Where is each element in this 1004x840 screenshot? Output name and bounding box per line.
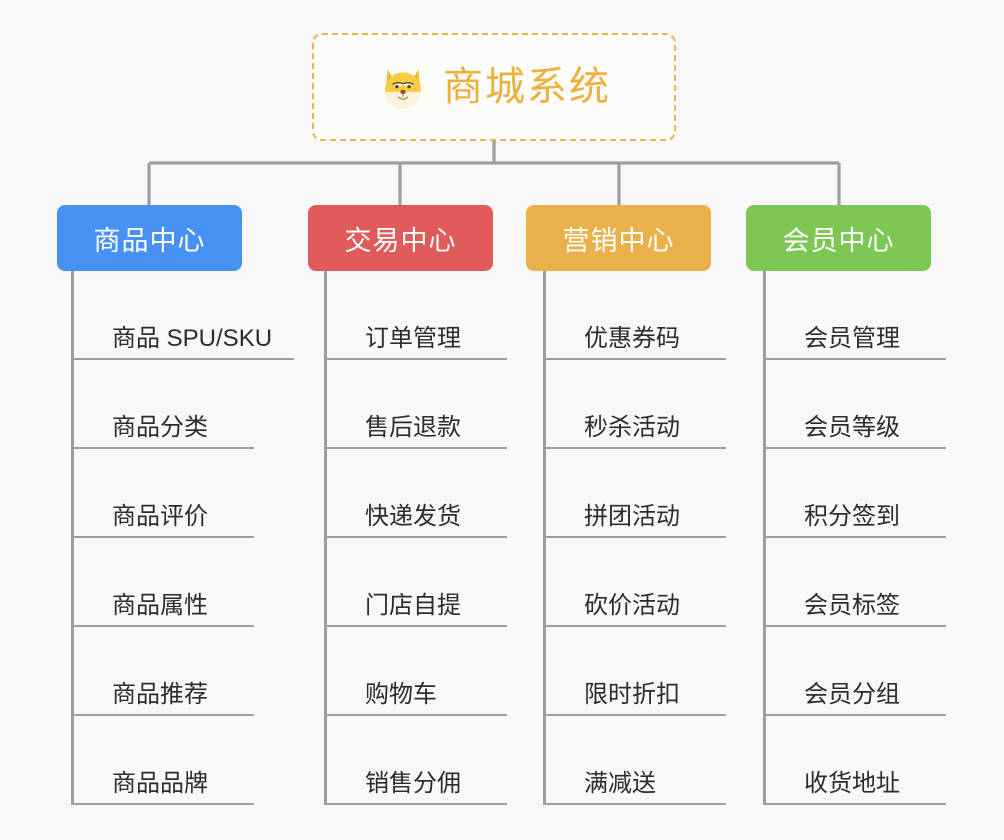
leaf-underline: 满减送: [546, 769, 726, 805]
branch-head-1[interactable]: 交易中心: [308, 205, 493, 271]
leaf-underline: 会员标签: [766, 591, 946, 627]
branch-head-0[interactable]: 商品中心: [57, 205, 242, 271]
leaf-item[interactable]: 门店自提: [327, 538, 507, 627]
leaf-item[interactable]: 快递发货: [327, 449, 507, 538]
leaf-label: 订单管理: [365, 324, 461, 352]
leaf-stack-0: 商品 SPU/SKU 商品分类 商品评价 商品属性 商品推荐 商品品牌: [71, 271, 295, 805]
leaf-underline: 会员分组: [766, 680, 946, 716]
leaf-label: 限时折扣: [584, 680, 680, 708]
branch-head-label-2: 营销中心: [562, 225, 675, 256]
branch-head-3[interactable]: 会员中心: [746, 205, 931, 271]
branch-head-label-1: 交易中心: [344, 225, 457, 256]
leaf-item[interactable]: 商品 SPU/SKU: [74, 271, 295, 360]
leaf-underline: 秒杀活动: [546, 413, 726, 449]
leaf-underline: 商品推荐: [74, 680, 254, 716]
leaf-label: 商品分类: [112, 413, 208, 441]
leaf-item[interactable]: 商品品牌: [74, 716, 294, 805]
leaf-label: 满减送: [584, 769, 656, 797]
leaf-label: 收货地址: [804, 769, 900, 797]
leaf-item[interactable]: 会员管理: [766, 271, 946, 360]
leaf-underline: 积分签到: [766, 502, 946, 538]
root-title: 商城系统: [443, 65, 611, 109]
branch-column-0: 商品中心 商品 SPU/SKU 商品分类 商品评价 商品属性 商品推荐 商品品牌: [57, 205, 295, 805]
leaf-item[interactable]: 商品分类: [74, 360, 294, 449]
leaf-label: 门店自提: [365, 591, 461, 619]
leaf-label: 商品 SPU/SKU: [112, 324, 273, 352]
leaf-label: 优惠券码: [584, 324, 680, 352]
leaf-item[interactable]: 收货地址: [766, 716, 946, 805]
leaf-item[interactable]: 满减送: [546, 716, 726, 805]
leaf-stack-1: 订单管理 售后退款 快递发货 门店自提 购物车 销售分佣: [324, 271, 507, 805]
leaf-label: 积分签到: [804, 502, 900, 530]
leaf-label: 会员等级: [804, 413, 900, 441]
leaf-underline: 门店自提: [327, 591, 507, 627]
leaf-underline: 砍价活动: [546, 591, 726, 627]
branch-column-1: 交易中心 订单管理 售后退款 快递发货 门店自提 购物车 销售分佣: [308, 205, 507, 805]
leaf-underline: 购物车: [327, 680, 507, 716]
leaf-underline: 商品分类: [74, 413, 254, 449]
leaf-underline: 快递发货: [327, 502, 507, 538]
leaf-underline: 优惠券码: [546, 324, 726, 360]
leaf-item[interactable]: 积分签到: [766, 449, 946, 538]
leaf-underline: 商品品牌: [74, 769, 254, 805]
leaf-label: 商品品牌: [112, 769, 208, 797]
leaf-item[interactable]: 商品评价: [74, 449, 294, 538]
leaf-item[interactable]: 会员标签: [766, 538, 946, 627]
leaf-label: 会员分组: [804, 680, 900, 708]
leaf-item[interactable]: 订单管理: [327, 271, 507, 360]
leaf-item[interactable]: 砍价活动: [546, 538, 726, 627]
branch-head-label-3: 会员中心: [782, 225, 895, 256]
branch-column-3: 会员中心 会员管理 会员等级 积分签到 会员标签 会员分组 收货地址: [746, 205, 946, 805]
leaf-underline: 收货地址: [766, 769, 946, 805]
root-node[interactable]: 商城系统: [312, 33, 676, 141]
leaf-label: 快递发货: [365, 502, 461, 530]
branch-column-2: 营销中心 优惠券码 秒杀活动 拼团活动 砍价活动 限时折扣 满减送: [526, 205, 726, 805]
leaf-item[interactable]: 商品属性: [74, 538, 294, 627]
leaf-stack-2: 优惠券码 秒杀活动 拼团活动 砍价活动 限时折扣 满减送: [543, 271, 726, 805]
leaf-underline: 限时折扣: [546, 680, 726, 716]
leaf-label: 售后退款: [365, 413, 461, 441]
leaf-label: 商品评价: [112, 502, 208, 530]
leaf-item[interactable]: 购物车: [327, 627, 507, 716]
branch-head-label-0: 商品中心: [93, 225, 206, 256]
leaf-item[interactable]: 拼团活动: [546, 449, 726, 538]
leaf-label: 购物车: [365, 680, 437, 708]
leaf-underline: 商品属性: [74, 591, 254, 627]
leaf-underline: 商品 SPU/SKU: [74, 324, 295, 360]
leaf-label: 会员标签: [804, 591, 900, 619]
leaf-label: 商品推荐: [112, 680, 208, 708]
leaf-item[interactable]: 销售分佣: [327, 716, 507, 805]
leaf-label: 砍价活动: [584, 591, 680, 619]
leaf-item[interactable]: 优惠券码: [546, 271, 726, 360]
leaf-label: 销售分佣: [365, 769, 461, 797]
leaf-item[interactable]: 秒杀活动: [546, 360, 726, 449]
leaf-underline: 订单管理: [327, 324, 507, 360]
leaf-label: 会员管理: [804, 324, 900, 352]
leaf-underline: 售后退款: [327, 413, 507, 449]
leaf-item[interactable]: 商品推荐: [74, 627, 294, 716]
leaf-underline: 商品评价: [74, 502, 254, 538]
leaf-label: 拼团活动: [584, 502, 680, 530]
leaf-label: 商品属性: [112, 591, 208, 619]
branch-head-2[interactable]: 营销中心: [526, 205, 711, 271]
leaf-item[interactable]: 售后退款: [327, 360, 507, 449]
leaf-stack-3: 会员管理 会员等级 积分签到 会员标签 会员分组 收货地址: [763, 271, 946, 805]
leaf-underline: 会员管理: [766, 324, 946, 360]
leaf-underline: 拼团活动: [546, 502, 726, 538]
leaf-underline: 会员等级: [766, 413, 946, 449]
shiba-dog-icon: [377, 61, 429, 113]
leaf-underline: 销售分佣: [327, 769, 507, 805]
leaf-item[interactable]: 限时折扣: [546, 627, 726, 716]
leaf-item[interactable]: 会员等级: [766, 360, 946, 449]
leaf-label: 秒杀活动: [584, 413, 680, 441]
leaf-item[interactable]: 会员分组: [766, 627, 946, 716]
